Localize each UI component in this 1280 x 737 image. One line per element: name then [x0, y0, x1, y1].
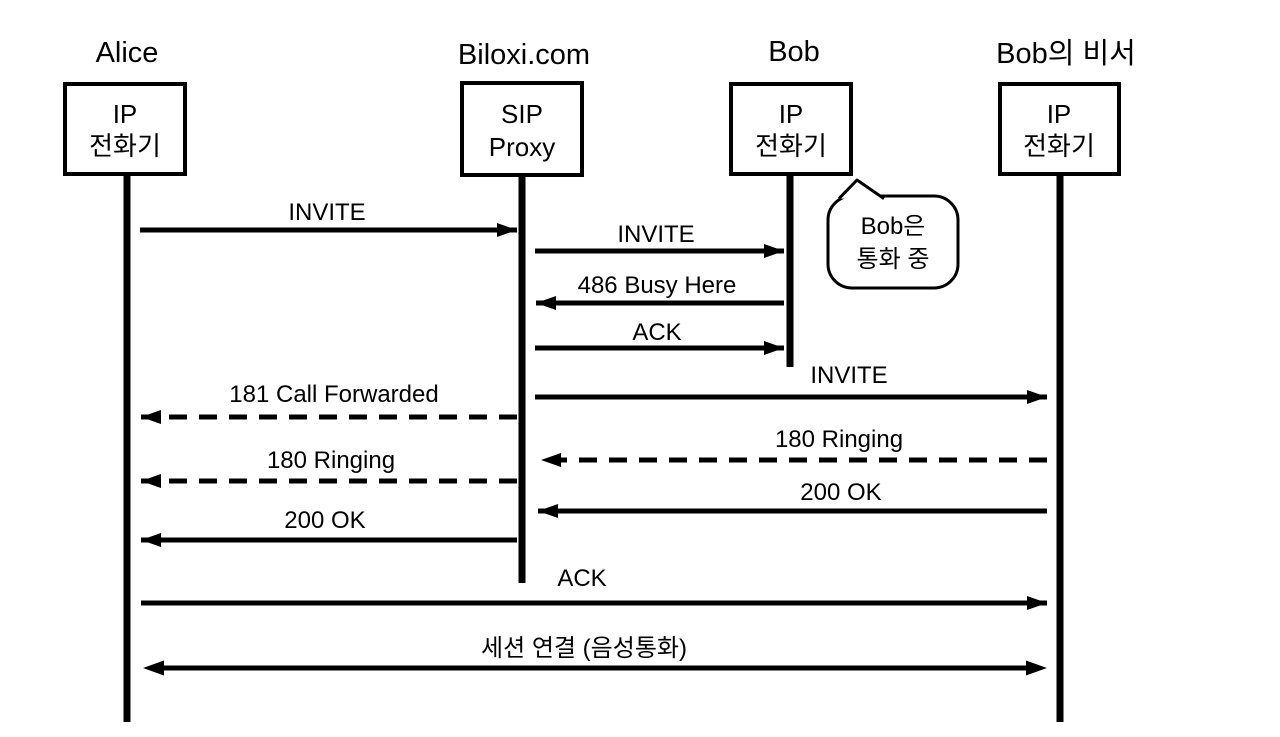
- message-label: INVITE: [288, 199, 365, 226]
- participant-box-line1: SIP: [501, 99, 543, 129]
- participant-bob: Bob IP 전화기: [729, 36, 853, 367]
- message-invite-proxy-secretary: INVITE: [535, 362, 1047, 404]
- message-label: 180 Ringing: [775, 426, 903, 453]
- message-label: 세션 연결 (음성통화): [481, 635, 687, 662]
- message-181-call-forwarded: 181 Call Forwarded: [141, 381, 517, 424]
- message-label: INVITE: [617, 221, 694, 248]
- message-200-ok-secretary-proxy: 200 OK: [538, 479, 1047, 518]
- busy-note-bubble: Bob은 통화 중: [826, 178, 960, 290]
- participant-title: Bob: [768, 36, 820, 68]
- participant-box-line2: 전화기: [755, 131, 827, 161]
- message-180-ringing-secretary-proxy: 180 Ringing: [541, 426, 1047, 467]
- participant-box: [729, 82, 853, 176]
- message-200-ok-proxy-alice: 200 OK: [141, 507, 517, 547]
- message-label: 180 Ringing: [267, 447, 395, 474]
- bubble-line2: 통화 중: [857, 246, 930, 273]
- participant-box: [460, 81, 584, 177]
- bubble-body: [826, 194, 960, 290]
- message-486-busy-here: 486 Busy Here: [536, 272, 784, 310]
- participant-title: Biloxi.com: [458, 39, 590, 71]
- message-label: 181 Call Forwarded: [229, 381, 438, 408]
- message-session-voice-call: 세션 연결 (음성통화): [143, 635, 1047, 676]
- participant-box-line1: IP: [779, 99, 804, 129]
- participant-box-line2: 전화기: [1023, 131, 1095, 161]
- message-label: 200 OK: [800, 479, 881, 506]
- participant-title: Alice: [96, 37, 159, 69]
- message-invite-proxy-bob: INVITE: [535, 221, 784, 258]
- participant-box-line2: Proxy: [489, 132, 555, 162]
- participant-box-line1: IP: [113, 99, 138, 129]
- message-label: INVITE: [810, 362, 887, 389]
- message-ack-alice-secretary: ACK: [141, 565, 1047, 610]
- message-label: 486 Busy Here: [578, 272, 737, 299]
- message-invite-alice-proxy: INVITE: [140, 199, 517, 237]
- participant-biloxi: Biloxi.com SIP Proxy: [458, 39, 590, 583]
- participant-bob-secretary: Bob의 비서 IP 전화기: [996, 38, 1136, 722]
- message-label: 200 OK: [284, 507, 365, 534]
- participant-alice: Alice IP 전화기: [63, 37, 187, 722]
- arrowhead-right: [1026, 660, 1047, 676]
- participant-box-line1: IP: [1047, 99, 1072, 129]
- bubble-tail: [837, 178, 885, 200]
- message-180-ringing-proxy-alice: 180 Ringing: [141, 447, 517, 488]
- arrowhead-left: [143, 660, 164, 676]
- bubble-line1: Bob은: [861, 213, 926, 240]
- participant-box-line2: 전화기: [89, 131, 161, 161]
- participant-title: Bob의 비서: [996, 38, 1136, 70]
- message-label: ACK: [557, 565, 606, 592]
- message-label: ACK: [632, 319, 681, 346]
- message-ack-proxy-bob: ACK: [535, 319, 784, 355]
